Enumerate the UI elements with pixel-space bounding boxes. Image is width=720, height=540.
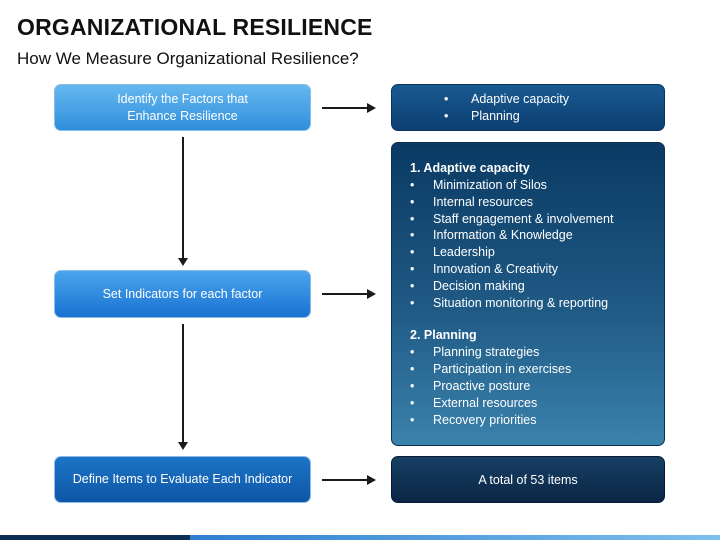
step-identify-factors: Identify the Factors that Enhance Resili… <box>54 84 311 131</box>
list-item: Recovery priorities <box>410 412 664 429</box>
arrow-right-icon <box>367 289 376 299</box>
connector-factors <box>322 107 368 109</box>
factors-list: Adaptive capacity Planning <box>444 91 664 125</box>
arrow-down-icon <box>178 258 188 266</box>
page-subtitle: How We Measure Organizational Resilience… <box>17 49 359 68</box>
adaptive-capacity-list: Minimization of Silos Internal resources… <box>410 177 664 311</box>
connector-step1-step2 <box>182 137 184 259</box>
page-title: ORGANIZATIONAL RESILIENCE <box>17 14 373 40</box>
section-heading-adaptive-capacity: 1. Adaptive capacity <box>410 161 530 175</box>
items-total-panel: A total of 53 items <box>391 456 665 503</box>
step-define-items-label: Define Items to Evaluate Each Indicator <box>72 472 293 486</box>
list-item: Minimization of Silos <box>410 177 664 194</box>
list-item: Planning strategies <box>410 344 664 361</box>
items-total-label: A total of 53 items <box>478 472 578 487</box>
list-item: Situation monitoring & reporting <box>410 295 664 312</box>
step-define-items: Define Items to Evaluate Each Indicator <box>54 456 311 503</box>
connector-step2-step3 <box>182 324 184 443</box>
connector-items <box>322 479 368 481</box>
section-heading-planning: 2. Planning <box>410 328 477 343</box>
list-item: External resources <box>410 395 664 412</box>
footer-accent-dark <box>0 535 190 540</box>
list-item: Planning <box>444 108 664 125</box>
list-item: Participation in exercises <box>410 361 664 378</box>
factors-panel: Adaptive capacity Planning <box>391 84 665 131</box>
list-item: Information & Knowledge <box>410 227 664 244</box>
footer-accent-bar <box>0 535 720 540</box>
step-set-indicators-label: Set Indicators for each factor <box>102 286 263 301</box>
list-item: Internal resources <box>410 194 664 211</box>
list-item: Decision making <box>410 278 664 295</box>
step-set-indicators: Set Indicators for each factor <box>54 270 311 318</box>
list-item: Innovation & Creativity <box>410 261 664 278</box>
arrow-down-icon <box>178 442 188 450</box>
footer-accent-light <box>190 535 720 540</box>
connector-indicators <box>322 293 368 295</box>
indicators-panel: 1. Adaptive capacity Minimization of Sil… <box>391 142 665 446</box>
step-identify-factors-label: Identify the Factors that Enhance Resili… <box>117 91 248 123</box>
list-item: Adaptive capacity <box>444 91 664 108</box>
list-item: Staff engagement & involvement <box>410 211 664 228</box>
arrow-right-icon <box>367 103 376 113</box>
arrow-right-icon <box>367 475 376 485</box>
list-item: Leadership <box>410 244 664 261</box>
planning-list: Planning strategies Participation in exe… <box>410 344 664 428</box>
list-item: Proactive posture <box>410 378 664 395</box>
